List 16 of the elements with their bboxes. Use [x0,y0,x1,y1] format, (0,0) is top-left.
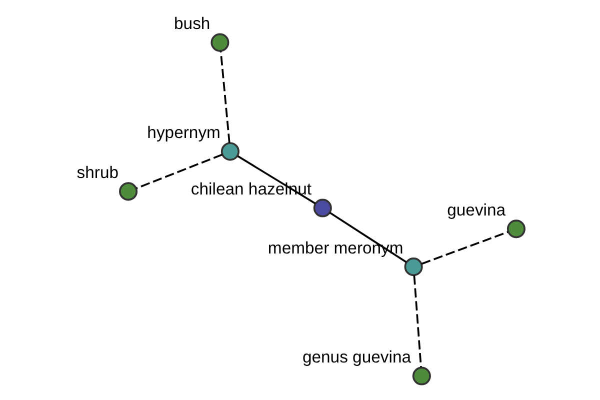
node-circle [404,258,423,276]
node-circle [210,33,230,52]
node-label: guevina [447,200,506,220]
node-circle [506,220,526,238]
connector [220,51,230,144]
connector [413,275,422,368]
connector [421,231,508,265]
node-circle [119,182,138,201]
node-circle [220,142,240,161]
connector [136,154,223,190]
node-label: shrub [76,162,119,182]
node-circle [412,366,431,386]
node-label: bush [174,14,210,33]
node-circle [313,198,332,218]
node-label: genus guevina [302,347,412,366]
node-label: hypernym [147,122,220,142]
